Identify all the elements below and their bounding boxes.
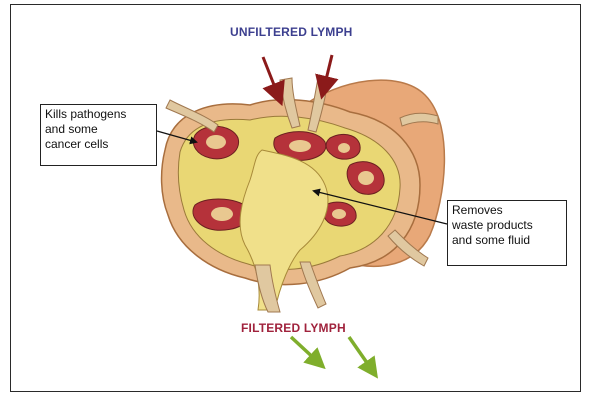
callout-line: and some (45, 122, 152, 137)
filtered-lymph-label: FILTERED LYMPH (241, 321, 346, 335)
callout-line: cancer cells (45, 137, 152, 152)
input-arrow-left (263, 57, 278, 95)
callout-removes-waste: Removes waste products and some fluid (447, 200, 567, 266)
output-arrow-left (291, 337, 318, 362)
callout-kills-pathogens: Kills pathogens and some cancer cells (40, 104, 157, 166)
callout-line: Kills pathogens (45, 107, 152, 122)
output-arrow-right (349, 337, 372, 370)
callout-line: Removes (452, 203, 562, 218)
unfiltered-lymph-label: UNFILTERED LYMPH (230, 25, 353, 39)
callout-line: and some fluid (452, 233, 562, 248)
callout-line: waste products (452, 218, 562, 233)
